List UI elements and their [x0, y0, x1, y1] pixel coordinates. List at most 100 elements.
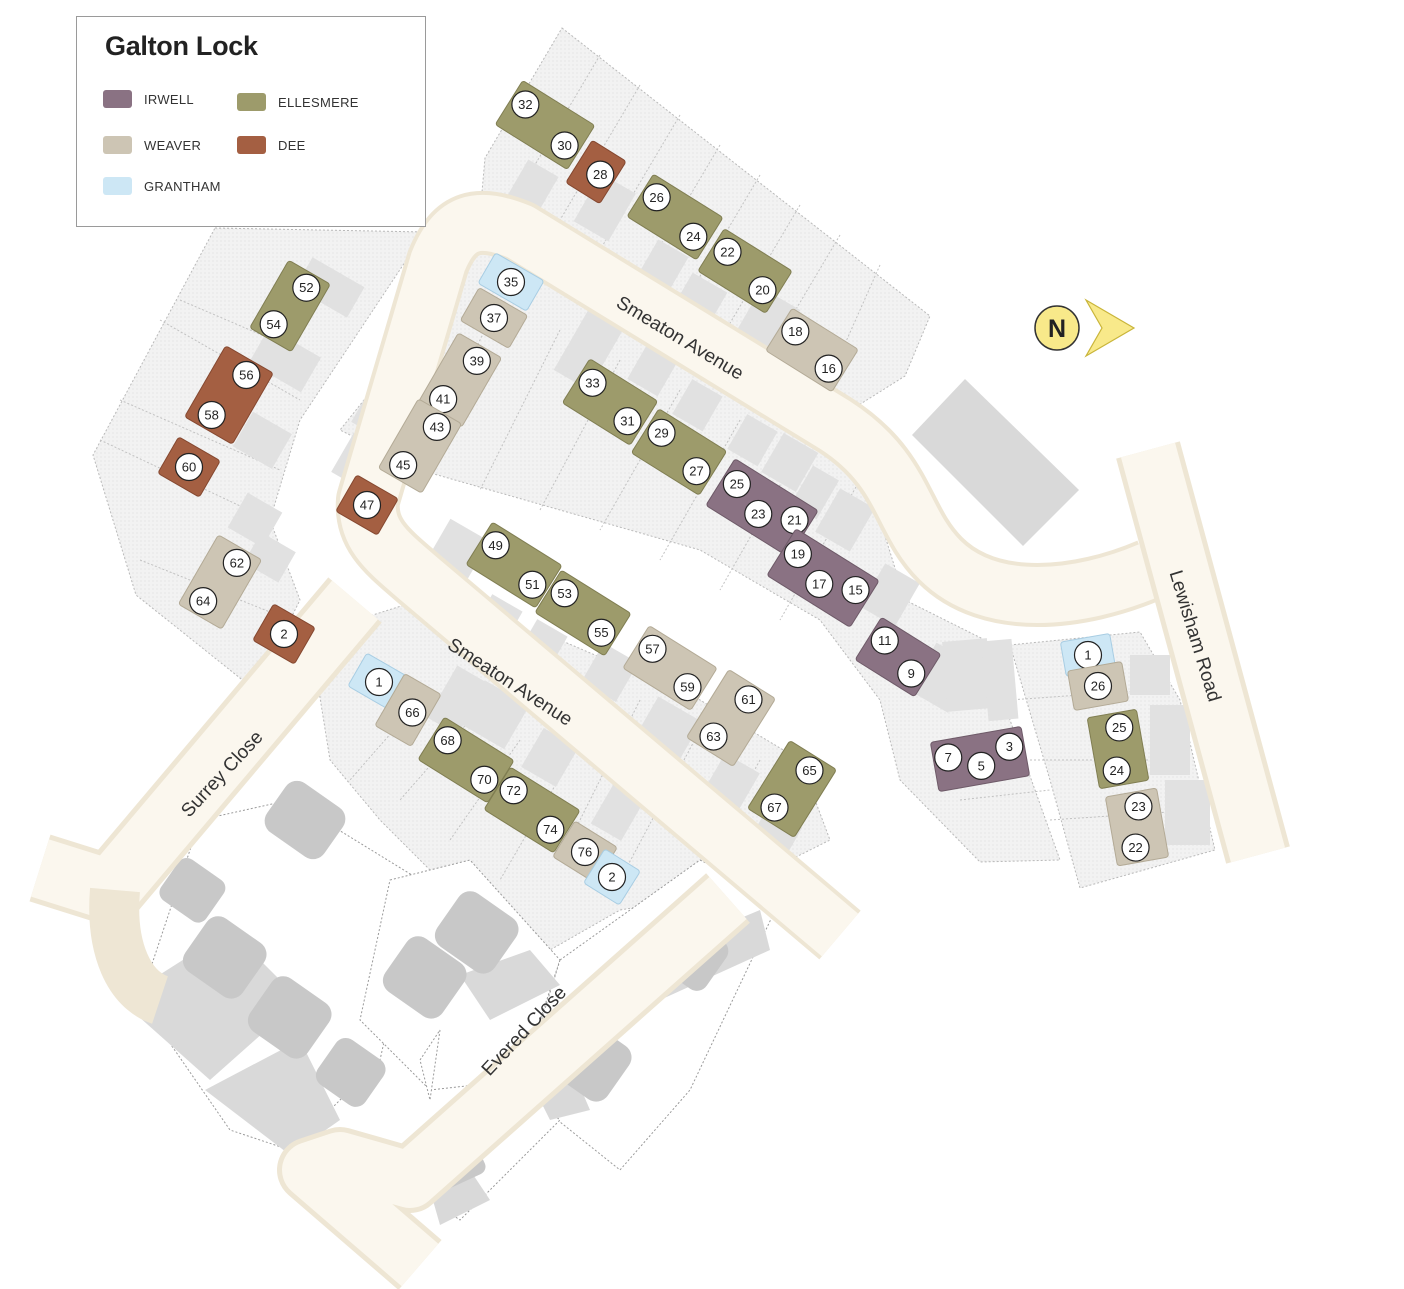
plot-dee-2[interactable]: 2	[253, 604, 316, 664]
plot-number: 22	[720, 244, 734, 259]
plot-number: 23	[1131, 799, 1145, 814]
plot-number: 62	[230, 555, 244, 570]
plot-number: 56	[239, 367, 253, 382]
plot-number-badge	[189, 587, 218, 616]
plot-number: 24	[1109, 763, 1123, 778]
plot-number: 3	[1006, 739, 1013, 754]
plot-number: 26	[649, 190, 663, 205]
north-label: N	[1048, 315, 1066, 343]
plot-number-badge	[292, 273, 321, 302]
plot-number: 39	[470, 353, 484, 368]
plot-number-badge	[638, 634, 667, 663]
plot-number: 37	[487, 311, 501, 326]
plot-number-badge	[578, 368, 607, 397]
plot-number: 53	[557, 586, 571, 601]
plot-number-badge	[518, 570, 547, 599]
plot-number: 51	[525, 577, 539, 592]
plot-weaver-37[interactable]: 37	[460, 288, 528, 349]
plot-number-badge	[1102, 756, 1131, 785]
plot-weaver-26[interactable]: 26	[1067, 661, 1129, 711]
plot-grantham-35[interactable]: 35	[478, 252, 545, 312]
plot-number: 33	[585, 375, 599, 390]
legend-panel: Galton Lock IRWELL ELLESMERE WEAVER DEE …	[76, 16, 426, 227]
plot-number: 11	[878, 633, 892, 648]
plot-number: 47	[360, 498, 374, 513]
plot-weaver-66[interactable]: 66	[375, 674, 443, 748]
plot-number: 76	[578, 845, 592, 860]
plot-number-badge	[734, 685, 763, 714]
plot-grantham-2[interactable]: 2	[584, 849, 641, 905]
plot-number-badge	[760, 793, 789, 822]
plot-irwell-7-5-3[interactable]: 753	[930, 726, 1031, 792]
plot-number-badge	[613, 407, 642, 436]
plot-number: 60	[182, 460, 196, 475]
plot-number-badge	[422, 412, 451, 441]
plot-dee-28[interactable]: 28	[566, 140, 629, 206]
plot-dee-60[interactable]: 60	[158, 437, 221, 497]
plot-number-badge	[713, 237, 742, 266]
plot-number-badge	[222, 548, 251, 577]
legend-item-dee: DEE	[237, 136, 306, 154]
plot-number: 68	[440, 733, 454, 748]
plot-number-badge	[870, 626, 899, 655]
plot-irwell-11-9[interactable]: 119	[852, 615, 945, 699]
plot-number-badge	[550, 131, 579, 160]
plot-number-badge	[995, 732, 1024, 761]
plot-number-badge	[499, 776, 528, 805]
plot-ellesmere-33-31[interactable]: 33 31	[559, 357, 661, 447]
plot-number-badge	[1124, 792, 1153, 821]
plot-weaver-76[interactable]: 76	[553, 821, 618, 883]
plot-ellesmere-26-24[interactable]: 26 24	[624, 172, 727, 263]
plot-number-badge	[781, 317, 810, 346]
plot-number-badge	[550, 579, 579, 608]
plot-number-badge	[682, 457, 711, 486]
dee-swatch	[237, 136, 266, 154]
plot-number-badge	[642, 183, 671, 212]
plot-number-badge	[673, 673, 702, 702]
plot-footprint	[1105, 787, 1169, 867]
plot-number-badge	[462, 346, 491, 375]
plot-dee-56-58[interactable]: 56 58	[183, 343, 275, 447]
north-arrow-pointer	[1084, 298, 1136, 358]
plot-number-badge	[174, 452, 204, 482]
plot-number-badge	[805, 569, 834, 599]
plot-number: 57	[645, 641, 659, 656]
plot-number-badge	[967, 751, 996, 780]
plot-number-badge	[587, 618, 616, 647]
plot-number: 58	[204, 408, 218, 423]
plot-number: 30	[557, 138, 571, 153]
plot-number-badge	[1105, 713, 1134, 742]
plot-number-badge	[841, 575, 870, 605]
plot-number: 18	[788, 324, 802, 339]
plot-number: 31	[620, 414, 634, 429]
plot-number: 25	[730, 477, 744, 492]
irwell-swatch	[103, 90, 132, 108]
plot-number-badge	[433, 726, 462, 755]
legend-label: DEE	[278, 137, 306, 153]
plot-number: 24	[686, 229, 700, 244]
legend-label: GRANTHAM	[144, 178, 221, 194]
plot-number: 26	[1091, 679, 1105, 694]
plot-number: 61	[741, 692, 755, 707]
plot-dee-47[interactable]: 47	[336, 475, 399, 535]
